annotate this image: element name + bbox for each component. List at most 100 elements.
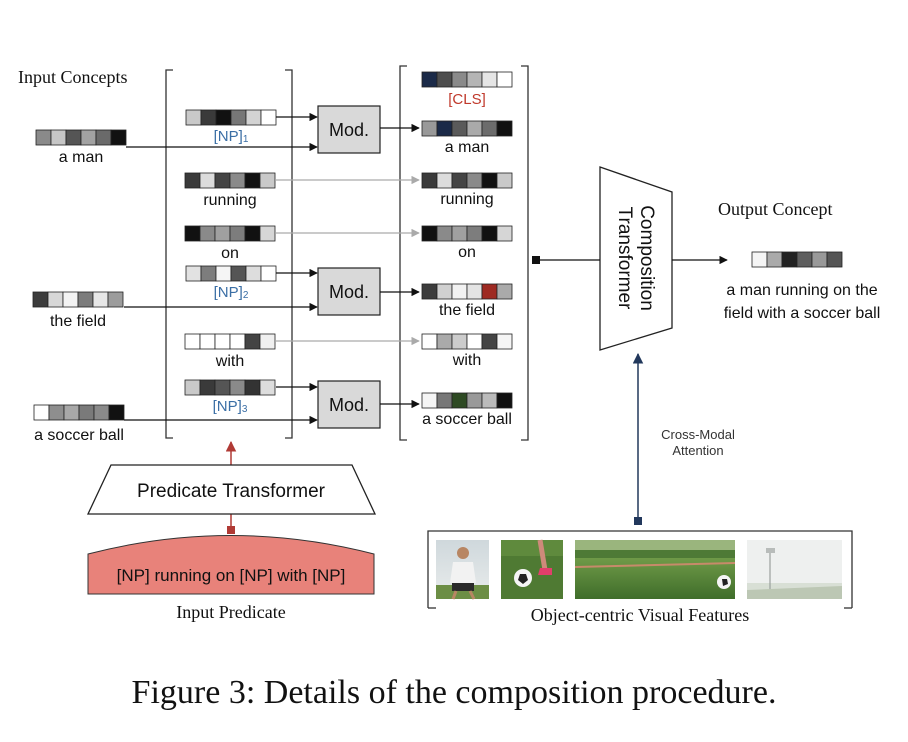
predicate-token-strip-cell <box>244 333 261 350</box>
composed-token-strip-cell <box>421 392 438 409</box>
mod-label: Mod. <box>329 120 369 140</box>
predicate-token-strip-cell <box>185 109 202 126</box>
predicate-token-strip-cell <box>245 265 262 282</box>
input-predicate-label: Input Predicate <box>176 602 285 622</box>
predicate-token-strip <box>184 172 276 189</box>
predicate-token-strip-cell <box>184 225 201 242</box>
mod-label: Mod. <box>329 395 369 415</box>
composed-token-strip-cell <box>421 71 438 88</box>
predicate-token-strip-cell <box>214 172 231 189</box>
output-concept <box>751 251 843 268</box>
visual-feature-ball-image <box>501 539 563 599</box>
predicate-token-strip-cell <box>245 109 262 126</box>
composed-token-strip-cell <box>451 71 468 88</box>
input-concept-strip-cell <box>32 291 49 308</box>
input-concept-strip-cell <box>93 404 110 421</box>
output-concept-strip-cell <box>811 251 828 268</box>
attention-label: Attention <box>672 443 723 458</box>
composed-token-strip-cell <box>496 225 513 242</box>
composed-token-strip-cell <box>466 283 483 300</box>
predicate-token-strip <box>185 265 277 282</box>
predicate-token-strip-cell <box>215 265 232 282</box>
input-concept-label: a man <box>59 149 103 166</box>
composed-token-label: running <box>440 191 493 208</box>
predicate-token-strip <box>184 379 276 396</box>
predicate-token-strip-cell <box>200 109 217 126</box>
flow-arrows <box>124 112 420 425</box>
predicate-token-strip-cell <box>184 379 201 396</box>
input-concept-strip <box>33 404 125 421</box>
composed-token-strip <box>421 225 513 242</box>
predicate-token-strip-cell <box>230 109 247 126</box>
visual-features-label: Object-centric Visual Features <box>531 605 750 625</box>
predicate-token-strip-cell <box>184 172 201 189</box>
composed-token-strip-cell <box>481 225 498 242</box>
mod-label: Mod. <box>329 282 369 302</box>
composed-token-strip-cell <box>466 392 483 409</box>
input-concept-strip <box>32 291 124 308</box>
output-concept-strip-cell <box>826 251 843 268</box>
composed-token-label: a soccer ball <box>422 411 512 428</box>
output-concept-strip-cell <box>781 251 798 268</box>
output-concept-text-line1: a man running on the <box>726 282 877 299</box>
composed-token-strip-cell <box>481 172 498 189</box>
input-concept-label: a soccer ball <box>34 427 124 444</box>
composed-token-strip-cell <box>451 172 468 189</box>
np-placeholder-label: [NP]3 <box>213 398 248 415</box>
mod-block <box>317 105 381 154</box>
np-index: 3 <box>242 404 248 415</box>
np-index: 1 <box>243 134 249 145</box>
input-concept-strip-cell <box>80 129 97 146</box>
input-concept-strip-cell <box>108 404 125 421</box>
composed-token-strip-cell <box>436 333 453 350</box>
composed-token-strip <box>421 71 513 88</box>
composed-token-strip-cell <box>421 172 438 189</box>
visual-feature-sky-image <box>747 540 842 599</box>
predicate-word-label: on <box>221 245 239 262</box>
composed-token-label: the field <box>439 302 495 319</box>
mod-block <box>317 267 381 316</box>
composed-token-strip-cell <box>481 283 498 300</box>
predicate-token-strip-cell <box>259 379 276 396</box>
predicate-token-strip-cell <box>229 172 246 189</box>
input-concept-strip-cell <box>78 404 95 421</box>
predicate-token-strip-cell <box>244 225 261 242</box>
composed-token-strip <box>421 120 513 137</box>
composed-token-strip-cell <box>466 225 483 242</box>
cross-modal-connector-square <box>634 517 642 525</box>
composed-token-strip-cell <box>421 283 438 300</box>
bracket-connector-square <box>532 256 540 264</box>
composed-token-strip-cell <box>496 283 513 300</box>
composed-token-strip-cell <box>466 120 483 137</box>
figure-caption: Figure 3: Details of the composition pro… <box>132 674 777 711</box>
predicate-token-strip-cell <box>215 109 232 126</box>
input-concept-strip-cell <box>65 129 82 146</box>
modulation-blocks: Mod. Mod. Mod. <box>317 105 381 429</box>
visual-feature-field-image <box>574 540 736 599</box>
composed-token-strip-cell <box>436 392 453 409</box>
output-concept-strip-cell <box>766 251 783 268</box>
predicate-token-strip-cell <box>184 333 201 350</box>
composition-transformer-block <box>599 166 673 351</box>
input-concept-strip-cell <box>33 404 50 421</box>
predicate-token-strip-cell <box>229 225 246 242</box>
composed-token-strip-cell <box>436 120 453 137</box>
predicate-token-strip-cell <box>214 225 231 242</box>
input-concept-strip-cell <box>48 404 65 421</box>
input-predicate-shape <box>87 535 375 595</box>
input-concept-strip-cell <box>62 291 79 308</box>
predicate-transformer-label: Predicate Transformer <box>137 481 326 502</box>
composed-token-strip-cell <box>451 120 468 137</box>
composed-token-strip-cell <box>481 71 498 88</box>
predicate-token-strip-cell <box>214 333 231 350</box>
input-concept-strip-cell <box>35 129 52 146</box>
visual-feature-player-image <box>436 540 489 600</box>
predicate-token-strip-cell <box>259 225 276 242</box>
composition-label: Composition <box>636 205 657 311</box>
predicate-connector-square <box>227 526 235 534</box>
composed-token-strip-cell <box>481 333 498 350</box>
predicate-word-label: running <box>203 192 256 209</box>
